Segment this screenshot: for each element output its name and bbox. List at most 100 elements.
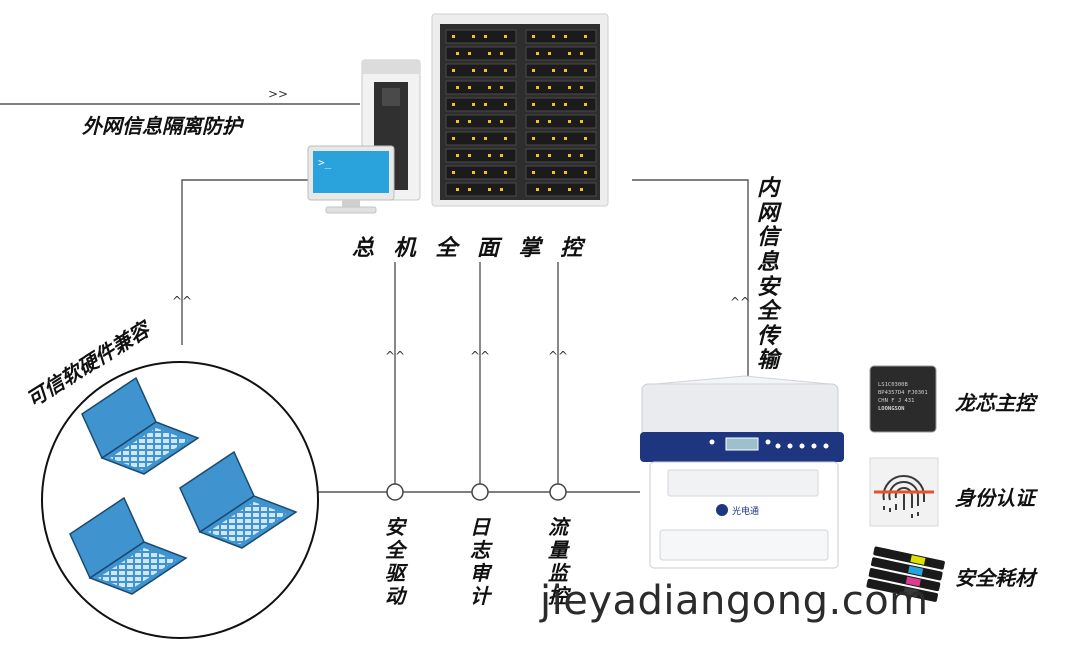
- rack-led: [532, 35, 535, 38]
- internal-transfer-label: 内网信息安全传输: [756, 176, 779, 374]
- rack-led: [488, 188, 491, 191]
- rack-led: [548, 154, 551, 157]
- log-audit-label: 日志审计: [470, 515, 490, 608]
- supplies-feature-label: 安全耗材: [955, 566, 1035, 590]
- rack-led: [472, 69, 475, 72]
- rack-led: [548, 188, 551, 191]
- rack-led: [504, 171, 507, 174]
- rack-led: [568, 120, 571, 123]
- rack-led: [468, 120, 471, 123]
- rack-led: [468, 188, 471, 191]
- rack-slot: [525, 165, 597, 180]
- chip-marking: LS1C0300B: [878, 382, 908, 388]
- rack-led: [484, 103, 487, 106]
- loongson-feature-label: 龙芯主控: [955, 391, 1035, 415]
- arrow-up-icon: ^^: [548, 349, 568, 363]
- laptop-group-circle: [41, 361, 319, 639]
- rack-led: [488, 120, 491, 123]
- rack-led: [564, 69, 567, 72]
- rack-slots: [445, 29, 597, 197]
- rack-led: [472, 171, 475, 174]
- rack-slot: [525, 148, 597, 163]
- rack-led: [456, 188, 459, 191]
- printer-brand: 光电通: [732, 505, 759, 517]
- rack-led: [456, 120, 459, 123]
- chip-marking: LOONGSON: [878, 406, 905, 412]
- rack-slot: [445, 46, 517, 61]
- terminal-prompt-icon: >_: [318, 156, 332, 169]
- rack-led: [536, 86, 539, 89]
- rack-led: [484, 69, 487, 72]
- external-protection-label: 外网信息隔离防护: [82, 114, 242, 138]
- rack-led: [552, 69, 555, 72]
- rack-led: [468, 86, 471, 89]
- rack-led: [548, 86, 551, 89]
- rack-led: [488, 154, 491, 157]
- rack-led: [552, 103, 555, 106]
- rack-led: [568, 154, 571, 157]
- printer: 光电通: [640, 375, 844, 569]
- rack-led: [564, 137, 567, 140]
- rack-led: [552, 137, 555, 140]
- rack-led: [500, 120, 503, 123]
- rack-led: [452, 171, 455, 174]
- rack-led: [484, 171, 487, 174]
- watermark: jieyadiangong.com: [540, 578, 929, 624]
- rack-led: [484, 35, 487, 38]
- rack-led: [584, 137, 587, 140]
- rack-led: [468, 154, 471, 157]
- left-loop-line: [181, 179, 308, 345]
- rack-slot: [445, 165, 517, 180]
- traffic-monitor-label: 流量监控: [548, 515, 568, 608]
- rack-slot: [445, 114, 517, 129]
- laptop-icon: [179, 450, 298, 549]
- rack-led: [536, 52, 539, 55]
- rack-led: [484, 137, 487, 140]
- rack-led: [452, 35, 455, 38]
- rack-led: [456, 154, 459, 157]
- connector-lines: [0, 103, 749, 493]
- rack-led: [564, 35, 567, 38]
- rack-led: [580, 52, 583, 55]
- arrow-up-icon: ^^: [470, 349, 490, 363]
- rack-led: [548, 52, 551, 55]
- rack-led: [472, 35, 475, 38]
- server-rack: [431, 13, 609, 207]
- rack-led: [504, 35, 507, 38]
- rack-led: [500, 188, 503, 191]
- rack-slot: [445, 182, 517, 197]
- rack-led: [504, 137, 507, 140]
- rack-led: [500, 86, 503, 89]
- rack-slot: [525, 80, 597, 95]
- rack-led: [488, 52, 491, 55]
- rack-led: [568, 86, 571, 89]
- arrow-up-icon: ^^: [385, 349, 405, 363]
- rack-led: [552, 35, 555, 38]
- monitor: >_: [307, 145, 395, 214]
- rack-led: [472, 137, 475, 140]
- right-loop-line: [632, 179, 749, 385]
- rack-led: [456, 86, 459, 89]
- rack-led: [536, 154, 539, 157]
- rack-led: [580, 188, 583, 191]
- rack-led: [500, 52, 503, 55]
- rack-led: [568, 52, 571, 55]
- laptop-group: [41, 361, 319, 639]
- rack-led: [584, 103, 587, 106]
- rack-led: [548, 120, 551, 123]
- rack-led: [584, 171, 587, 174]
- rack-led: [456, 52, 459, 55]
- rack-led: [564, 103, 567, 106]
- rack-slot: [525, 182, 597, 197]
- rack-led: [584, 69, 587, 72]
- monitor-node: [549, 483, 567, 501]
- rack-led: [552, 171, 555, 174]
- rack-led: [580, 154, 583, 157]
- rack-slot: [445, 97, 517, 112]
- rack-led: [580, 120, 583, 123]
- rack-slot: [445, 29, 517, 44]
- rack-slot: [525, 29, 597, 44]
- rack-led: [472, 103, 475, 106]
